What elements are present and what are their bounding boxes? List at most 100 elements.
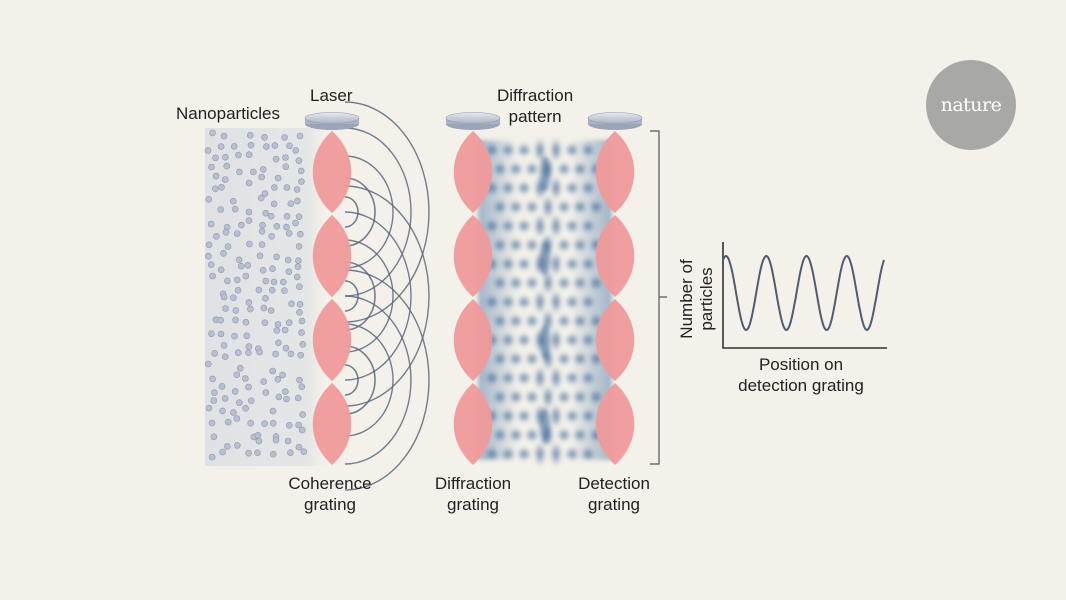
- nanoparticle: [258, 241, 266, 248]
- nanoparticle: [281, 287, 288, 295]
- nanoparticle: [247, 141, 255, 149]
- nanoparticles-group: [204, 129, 308, 461]
- nanoparticle: [287, 449, 294, 457]
- nanoparticle: [245, 217, 253, 224]
- nanoparticle: [298, 317, 306, 325]
- pattern-spot: [565, 333, 579, 347]
- pattern-spot: [534, 442, 546, 466]
- beam-lobe: [595, 383, 635, 465]
- nanoparticle: [296, 283, 303, 291]
- pattern-spot: [534, 366, 546, 390]
- nanoparticle: [217, 316, 224, 324]
- nanoparticle: [232, 316, 239, 324]
- nanoparticle: [230, 409, 237, 416]
- pattern-spot: [573, 314, 587, 328]
- pattern-spot: [565, 181, 579, 195]
- nanoparticle: [269, 407, 277, 415]
- beam-lobe: [453, 131, 493, 213]
- nanoparticle: [211, 389, 218, 397]
- beam-lobe: [595, 299, 635, 381]
- pattern-spot: [573, 200, 587, 214]
- graph-ylabel-line1: Number of: [677, 259, 696, 339]
- pattern-spot: [557, 390, 571, 404]
- wavefront-arc: [344, 261, 376, 331]
- pattern-spot: [501, 143, 515, 157]
- pattern-spot: [557, 200, 571, 214]
- pattern-spot: [493, 352, 507, 366]
- wavefront-arc: [344, 323, 394, 437]
- pattern-spot: [525, 314, 539, 328]
- pattern-spot: [525, 162, 539, 176]
- graph-xlabel-line2: detection grating: [738, 376, 864, 395]
- nanoparticle: [204, 147, 212, 154]
- pattern-spot: [557, 314, 571, 328]
- nanoparticle: [237, 262, 245, 270]
- beam-lobe: [312, 215, 352, 297]
- pattern-spot: [581, 143, 595, 157]
- pattern-spot: [565, 219, 579, 233]
- nanoparticle: [233, 415, 241, 422]
- pattern-spot: [542, 195, 554, 219]
- nanoparticle: [236, 168, 243, 176]
- nanoparticle: [281, 134, 288, 141]
- nanoparticle: [275, 339, 282, 347]
- nanoparticle: [209, 272, 216, 280]
- nanoparticle: [286, 142, 293, 150]
- pattern-spot: [550, 404, 562, 428]
- pattern-spot: [534, 138, 546, 162]
- pattern-spot: [493, 200, 507, 214]
- nanoparticle: [255, 286, 263, 294]
- pattern-spot: [493, 162, 507, 176]
- nanoparticle: [246, 240, 253, 248]
- lens: [304, 112, 360, 130]
- nanoparticle: [275, 393, 283, 401]
- nanoparticle: [205, 241, 213, 249]
- nanoparticle: [283, 184, 291, 191]
- nanoparticle: [261, 134, 268, 141]
- pattern-spot: [485, 219, 499, 233]
- pattern-spot: [525, 390, 539, 404]
- graph-axes: [722, 242, 887, 349]
- nanoparticle: [267, 307, 275, 314]
- pattern-spot: [581, 219, 595, 233]
- pattern-spot: [493, 314, 507, 328]
- beam-lobe: [312, 131, 352, 213]
- pattern-spot: [485, 295, 499, 309]
- pattern-spot: [517, 371, 531, 385]
- pattern-spot: [534, 214, 546, 238]
- nanoparticle: [230, 197, 237, 205]
- pattern-spot: [589, 200, 603, 214]
- nanoparticle: [279, 278, 287, 286]
- wavefront-arc: [344, 196, 359, 228]
- nanoparticle: [205, 252, 212, 260]
- nanoparticle: [245, 349, 252, 357]
- nanoparticle: [287, 350, 295, 358]
- pattern-spot: [485, 371, 499, 385]
- nanoparticle: [269, 367, 277, 375]
- pattern-spot: [581, 181, 595, 195]
- nanoparticle: [231, 332, 238, 340]
- pattern-spot: [517, 219, 531, 233]
- laser-lenses: [304, 112, 643, 130]
- nanoparticle: [259, 166, 267, 173]
- nanoparticle: [211, 350, 218, 357]
- label-diffraction-grating: Diffraction grating: [423, 473, 523, 515]
- pattern-spot: [517, 333, 531, 347]
- pattern-spot: [501, 257, 515, 271]
- nanoparticle: [298, 178, 305, 185]
- nanoparticle: [254, 449, 261, 457]
- pattern-spot: [509, 238, 523, 252]
- nanoparticle: [272, 436, 280, 444]
- pattern-spot: [517, 409, 531, 423]
- nanoparticle: [288, 300, 295, 308]
- nanoparticle: [207, 220, 215, 228]
- label-coherence-grating: Coherence grating: [280, 473, 380, 515]
- lens: [587, 112, 643, 130]
- wavefront-arc: [344, 185, 430, 407]
- pattern-spot: [509, 200, 523, 214]
- lens-top: [445, 112, 501, 124]
- nanoparticle: [217, 266, 225, 274]
- nanoparticle: [281, 388, 289, 395]
- pattern-spot: [525, 352, 539, 366]
- nanoparticle: [212, 172, 220, 180]
